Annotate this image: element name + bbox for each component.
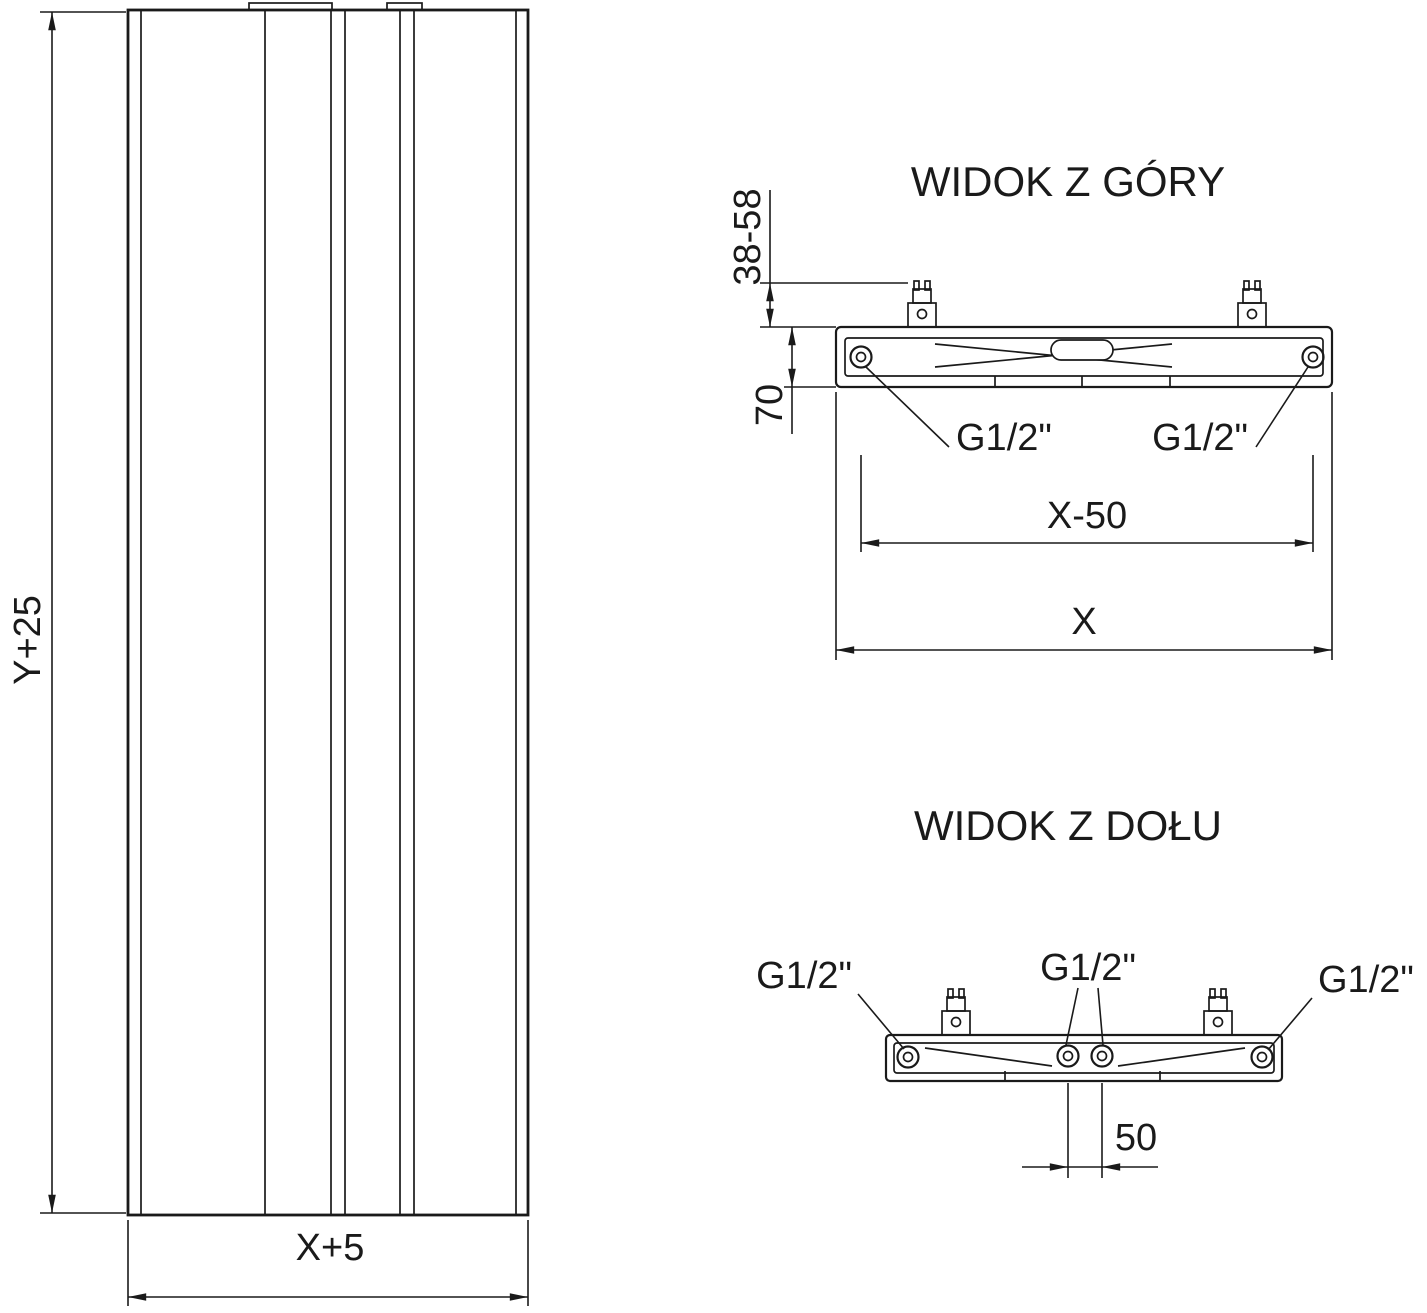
leader-line bbox=[1097, 987, 1104, 1046]
leader-line bbox=[865, 366, 950, 448]
panel-outline bbox=[126, 8, 530, 1217]
top-view-title: WIDOK Z GÓRY bbox=[911, 158, 1225, 205]
top-view: WIDOK Z GÓRY 38-58 70 bbox=[727, 158, 1334, 660]
bottom-view: WIDOK Z DOŁU G1/2" G1/2" G1/2" bbox=[756, 802, 1414, 1178]
port-labels: G1/2" G1/2" bbox=[865, 366, 1309, 459]
body-outline bbox=[834, 325, 1334, 389]
wall-bracket bbox=[1237, 280, 1267, 328]
right-port bbox=[1301, 345, 1325, 369]
bottom-view-title: WIDOK Z DOŁU bbox=[914, 802, 1222, 849]
total-width-label: X bbox=[1071, 601, 1096, 643]
port-spacing-label: X-50 bbox=[1047, 495, 1127, 537]
depth-dimension-label: 70 bbox=[749, 384, 791, 426]
width-dimension: X+5 bbox=[127, 1220, 529, 1306]
body-inner-line bbox=[893, 1042, 1275, 1074]
right-port-label: G1/2" bbox=[1152, 417, 1248, 459]
height-dimension-label: Y+25 bbox=[7, 595, 49, 685]
front-view: Y+25 X+5 bbox=[7, 2, 530, 1306]
left-port bbox=[849, 345, 873, 369]
depth-dimension: 70 bbox=[749, 327, 836, 434]
center-spacing-dimension: 50 bbox=[1022, 1083, 1158, 1178]
width-dimension-label: X+5 bbox=[296, 1227, 365, 1269]
bottom-port-labels: G1/2" G1/2" G1/2" bbox=[756, 947, 1414, 1051]
center-right-port bbox=[1090, 1044, 1114, 1068]
leader-line bbox=[1267, 997, 1313, 1051]
bracket-offset-label: 38-58 bbox=[727, 188, 769, 285]
right-port bbox=[1250, 1045, 1274, 1069]
panel-hanger-tab bbox=[386, 2, 423, 11]
top-view-body bbox=[834, 325, 1334, 389]
height-dimension: Y+25 bbox=[7, 11, 126, 1214]
leader-line bbox=[1065, 987, 1079, 1046]
leader-line bbox=[1255, 366, 1309, 448]
left-port bbox=[896, 1045, 920, 1069]
radiator-front-panel bbox=[126, 2, 530, 1217]
total-width-dimension: X bbox=[835, 392, 1333, 660]
leader-line bbox=[857, 993, 905, 1050]
center-port-label: G1/2" bbox=[1040, 947, 1136, 989]
body-outline bbox=[884, 1033, 1284, 1083]
bottom-view-body bbox=[884, 1033, 1284, 1083]
center-left-port bbox=[1056, 1044, 1080, 1068]
wall-bracket bbox=[941, 988, 971, 1036]
left-port-label: G1/2" bbox=[956, 417, 1052, 459]
pipe-line bbox=[1117, 1047, 1246, 1067]
valve-capsule bbox=[1050, 339, 1114, 361]
left-port-label: G1/2" bbox=[756, 955, 852, 997]
pipe-line bbox=[924, 1047, 1053, 1067]
right-port-label: G1/2" bbox=[1318, 959, 1414, 1001]
port-spacing-dimension: X-50 bbox=[860, 455, 1314, 552]
wall-bracket bbox=[1203, 988, 1233, 1036]
center-spacing-label: 50 bbox=[1115, 1117, 1157, 1159]
wall-bracket bbox=[907, 280, 937, 328]
panel-hanger-tab bbox=[248, 2, 333, 11]
bracket-offset-dimension: 38-58 bbox=[727, 188, 908, 328]
